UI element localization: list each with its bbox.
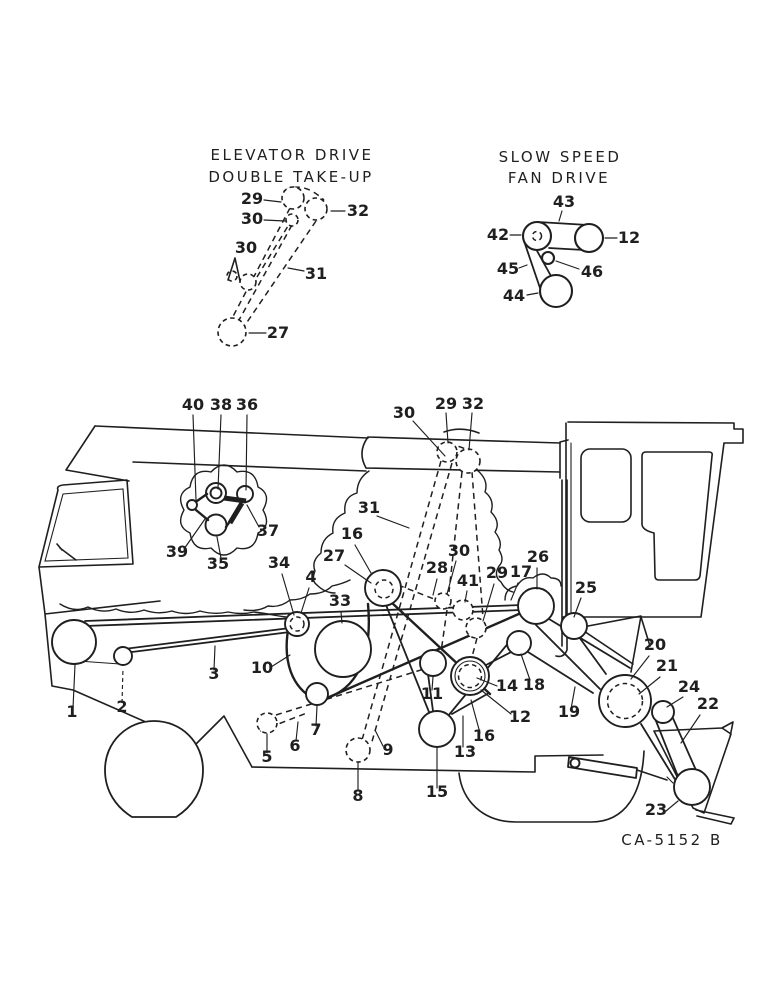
callout-31: 31 [358, 498, 380, 517]
callout-29-top: 29 [435, 394, 457, 413]
callout-32: 32 [462, 394, 484, 413]
callout-11: 11 [421, 684, 443, 703]
phantom-belts [259, 444, 484, 746]
elevator-drive-title-line2: DOUBLE TAKE-UP [208, 168, 373, 186]
callout-19: 19 [558, 702, 580, 721]
slow-speed-title-line2: FAN DRIVE [508, 169, 610, 187]
slow-speed-fan-inset: SLOW SPEED FAN DRIVE 43 42 12 45 46 44 [487, 148, 640, 309]
slow-speed-callout-leaders [509, 210, 618, 296]
callout-40: 40 [182, 395, 204, 414]
rear-attachments [567, 721, 735, 825]
callout-43-inset: 43 [553, 192, 575, 211]
straw-chopper [653, 721, 735, 825]
elevator-drive-title-line1: ELEVATOR DRIVE [210, 146, 373, 164]
figure-code: CA-5152 B [621, 831, 723, 849]
callout-33: 33 [329, 591, 351, 610]
callout-3: 3 [208, 664, 219, 683]
callout-26: 26 [527, 547, 549, 566]
callout-8: 8 [352, 786, 363, 805]
callout-45-inset: 45 [497, 259, 519, 278]
callout-leader-dashed [121, 667, 124, 704]
callout-28: 28 [426, 558, 448, 577]
hydraulic-cylinder [567, 756, 638, 779]
callout-6: 6 [289, 736, 300, 755]
callout-38: 38 [210, 395, 232, 414]
callout-1: 1 [66, 702, 77, 721]
callout-32-inset: 32 [347, 201, 369, 220]
callout-22: 22 [697, 694, 719, 713]
callout-29-inset: 29 [241, 189, 263, 208]
callout-7: 7 [310, 720, 321, 739]
phantom-clouds [59, 464, 562, 618]
callout-46-inset: 46 [581, 262, 603, 281]
front-wheel [104, 720, 204, 818]
callout-21: 21 [656, 656, 678, 675]
callout-14: 14 [496, 676, 518, 695]
callout-leader-lines [72, 412, 701, 812]
cluster-belt [194, 492, 247, 529]
callout-36: 36 [236, 395, 258, 414]
callout-27-inset: 27 [267, 323, 289, 342]
callout-30-top: 30 [393, 403, 415, 422]
callout-4: 4 [305, 567, 316, 586]
callout-29-mid: 29 [486, 563, 508, 582]
callout-42-inset: 42 [487, 225, 509, 244]
callout-15: 15 [426, 782, 448, 801]
callout-16-low: 16 [473, 726, 495, 745]
callout-16-mid: 16 [341, 524, 363, 543]
callout-31-inset: 31 [305, 264, 327, 283]
panel-handle [56, 543, 77, 561]
take-up-pointer [227, 257, 241, 282]
slow-speed-title-line1: SLOW SPEED [499, 148, 622, 166]
elevator-drive-inset: ELEVATOR DRIVE DOUBLE TAKE-UP 29 30 30 3… [208, 146, 373, 347]
elevator-callout-leaders [248, 199, 346, 334]
callout-37: 37 [257, 521, 279, 540]
callout-9: 9 [382, 740, 393, 759]
callout-24: 24 [678, 677, 700, 696]
callout-20: 20 [644, 635, 666, 654]
main-callouts: 40 38 36 30 29 32 31 39 35 37 16 27 34 4… [66, 394, 719, 819]
callout-23: 23 [645, 800, 667, 819]
callout-39: 39 [166, 542, 188, 561]
callout-12-inset: 12 [618, 228, 640, 247]
callout-35: 35 [207, 554, 229, 573]
wheels [104, 720, 645, 823]
callout-30-inset-b: 30 [235, 238, 257, 257]
callout-44-inset: 44 [503, 286, 525, 305]
elevator-drive-belts [227, 186, 325, 332]
callout-34: 34 [268, 553, 290, 572]
cab-window-front [641, 451, 713, 581]
callout-25: 25 [575, 578, 597, 597]
combine-outline [38, 421, 744, 773]
callout-12: 12 [509, 707, 531, 726]
cab-window-rear [580, 448, 632, 523]
callout-18: 18 [523, 675, 545, 694]
rear-wheel [458, 750, 645, 823]
pulleys [51, 441, 711, 806]
slow-speed-pulleys [521, 220, 605, 309]
callout-2: 2 [116, 697, 127, 716]
slow-speed-belts [523, 221, 589, 289]
cab [559, 421, 744, 618]
callout-5: 5 [261, 747, 272, 766]
callout-27: 27 [323, 546, 345, 565]
callout-17: 17 [510, 562, 532, 581]
callout-41: 41 [457, 571, 479, 590]
callout-10: 10 [251, 658, 273, 677]
callout-30-mid: 30 [448, 541, 470, 560]
callout-30-inset-a: 30 [241, 209, 263, 228]
callout-13: 13 [454, 742, 476, 761]
